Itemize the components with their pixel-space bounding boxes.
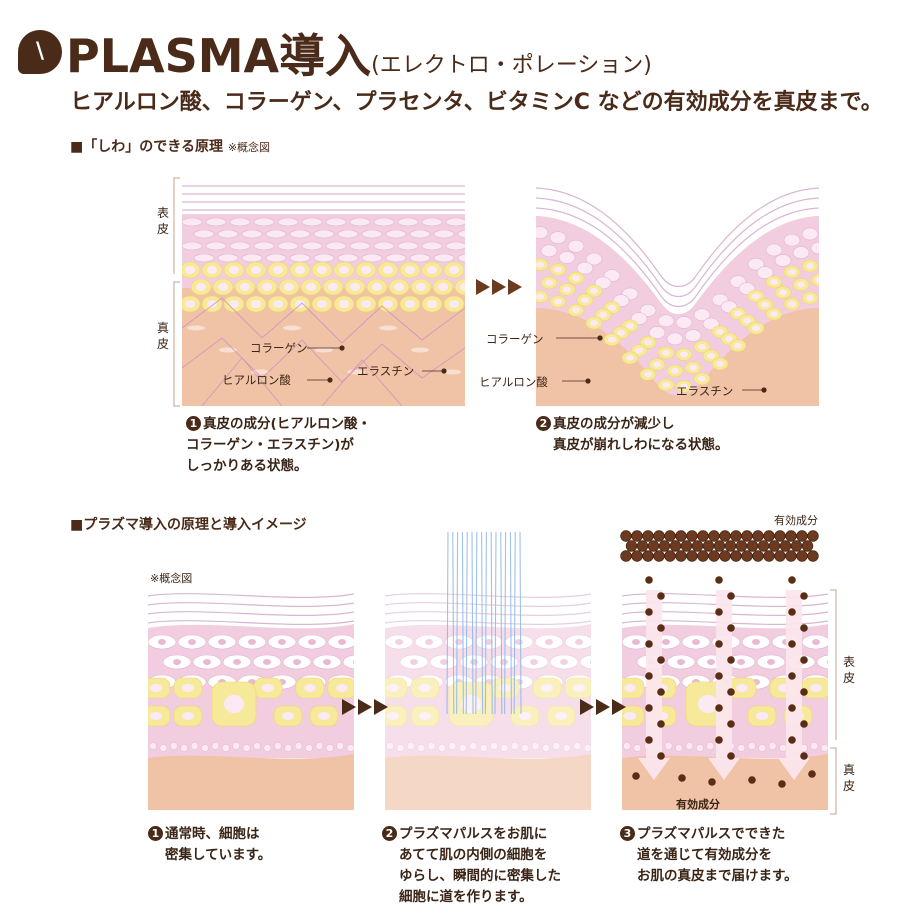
- skin-diagram-pulse: [385, 588, 591, 810]
- arrow-icon-3: [580, 699, 626, 715]
- active-ingredient-band: [620, 530, 819, 562]
- section1-title: ■「しわ」のできる原理: [70, 139, 223, 155]
- skin-diagram-wrinkled: [536, 178, 819, 406]
- logo-badge: \: [18, 30, 62, 74]
- epidermis-bracket-1: [173, 177, 180, 407]
- plasma-pulse-lines: [446, 531, 522, 715]
- title-sub: (エレクトロ・ポレーション): [371, 53, 652, 78]
- arrow-icon-2: [342, 699, 388, 715]
- label-epidermis-2: 表皮: [842, 655, 855, 685]
- label-active-top: 有効成分: [774, 514, 818, 527]
- label-elastin-1: エラスチン: [357, 364, 415, 378]
- caption-number: 2: [536, 416, 551, 431]
- layer-bracket-2: [830, 589, 837, 815]
- tagline: ヒアルロン酸、コラーゲン、プラセンタ、ビタミンC などの有効成分を真皮まで。: [70, 90, 883, 115]
- skin-diagram-healthy: [182, 178, 465, 406]
- marker-elastin-1: [441, 368, 447, 374]
- marker-hyaluronic-1: [327, 377, 333, 383]
- label-hyaluronic-1: ヒアルロン酸: [222, 373, 291, 387]
- label-hyaluronic-2: ヒアルロン酸: [479, 375, 548, 389]
- label-collagen-2: コラーゲン: [486, 332, 544, 346]
- delivery-paths: [632, 576, 816, 788]
- caption-number: 3: [620, 826, 635, 841]
- label-active-bottom: 有効成分: [676, 798, 720, 811]
- section1-note: ※概念図: [227, 141, 271, 154]
- page-title: PLASMA導入(エレクトロ・ポレーション): [66, 20, 652, 86]
- skin-diagram-normal: [148, 588, 354, 810]
- label-dermis-2: 真皮: [842, 763, 855, 793]
- caption-number: 2: [382, 826, 397, 841]
- label-elastin-2: エラスチン: [676, 384, 734, 398]
- caption-number: 1: [148, 826, 163, 841]
- caption-number: 1: [186, 416, 201, 431]
- section2-heading: ■プラズマ導入の原理と導入イメージ: [70, 517, 307, 533]
- title-main: PLASMA導入: [66, 29, 372, 83]
- section1-heading: ■「しわ」のできる原理 ※概念図: [70, 136, 270, 156]
- arrow-icon-1: [476, 279, 522, 295]
- label-epidermis-1: 表皮: [156, 206, 169, 236]
- label-dermis-1: 真皮: [156, 321, 169, 351]
- marker-collagen-1: [339, 345, 345, 351]
- section2-note: ※概念図: [150, 572, 193, 585]
- label-collagen-1: コラーゲン: [250, 341, 308, 355]
